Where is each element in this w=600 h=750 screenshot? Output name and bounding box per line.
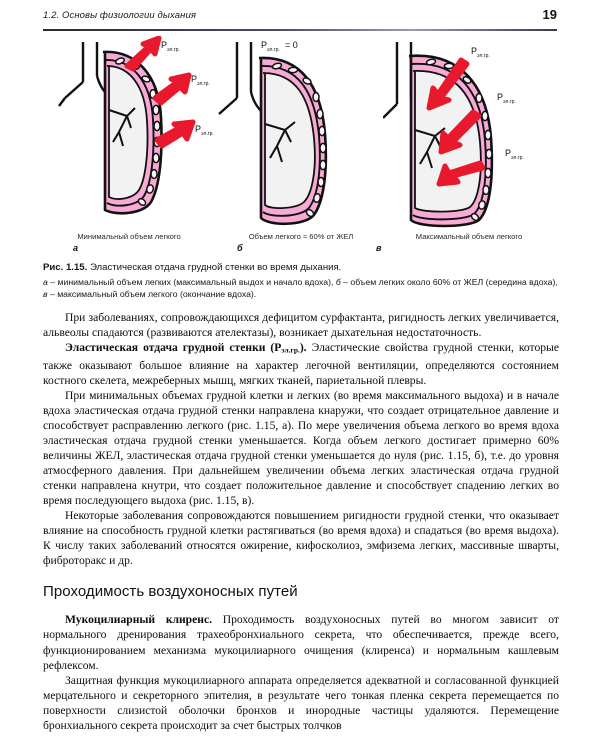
- body-text: При заболеваниях, сопровождающихся дефиц…: [43, 310, 559, 733]
- paragraph-2-text: Эластические свойства грудной стенки, ко…: [43, 341, 559, 387]
- term-elastic-recoil-tail: ).: [299, 341, 307, 355]
- svg-text:= 0: = 0: [285, 40, 298, 50]
- page-number: 19: [542, 7, 557, 22]
- svg-text:эл.гр.: эл.гр.: [197, 81, 210, 87]
- legend-marker-c: в: [43, 289, 48, 300]
- lung-diagram-60-percent-volume: P эл.гр. = 0: [218, 40, 328, 226]
- svg-text:P: P: [261, 40, 267, 50]
- lung-interior: [106, 65, 149, 200]
- paragraph-5-text: Проходимость воздухоносных путей во мног…: [43, 613, 559, 672]
- legend-text-b: – объем легких около 60% от ЖЕЛ (середин…: [340, 277, 558, 287]
- paragraph-rigidity-diseases: Некоторые заболевания сопровождаются пов…: [43, 509, 559, 568]
- figure-1-15: P эл.гр. P эл.гр. P эл.гр. Минимальный о…: [43, 36, 557, 241]
- svg-text:P: P: [191, 74, 197, 84]
- figure-panel-b-caption: Объем легкого ≈ 60% от ЖЕЛ: [248, 232, 354, 241]
- paragraph-protective-function: Защитная функция мукоцилиарного аппарата…: [43, 673, 559, 732]
- figure-panel-a-caption: Минимальный объем легкого: [77, 232, 181, 241]
- figure-panel-c: P эл.гр. P эл.гр. P эл.гр. Максимальный …: [383, 36, 555, 241]
- legend-marker-b: б: [335, 277, 341, 287]
- legend-text-c: – максимальный объем легкого (окончание …: [47, 289, 257, 300]
- term-elastic-recoil-lead: Эластическая отдача грудной стенки (P: [65, 341, 282, 355]
- figure-panel-a: P эл.гр. P эл.гр. P эл.гр. Минимальный о…: [43, 36, 215, 241]
- running-head: 1.2. Основы физиологии дыхания 19: [43, 7, 557, 34]
- term-elastic-recoil-subscript: эл.гр.: [281, 345, 300, 355]
- svg-text:эл.гр.: эл.гр.: [167, 47, 180, 53]
- section-heading-airway-patency: Проходимость воздухоносных путей: [43, 583, 298, 601]
- svg-text:эл.гр.: эл.гр.: [267, 47, 280, 53]
- panel-letter-c: в: [376, 243, 382, 253]
- paragraph-minimal-volumes: При минимальных объемах грудной клетки и…: [43, 388, 559, 508]
- rib-markers: [425, 58, 493, 222]
- figure-caption-main: Рис. 1.15. Эластическая отдача грудной с…: [43, 261, 559, 275]
- svg-text:P: P: [195, 124, 201, 134]
- legend-marker-a: а: [43, 277, 48, 287]
- rib-markers: [271, 62, 327, 218]
- svg-text:эл.гр.: эл.гр.: [201, 131, 214, 137]
- figure-panel-b: P эл.гр. = 0 Объем легкого ≈ 60% от ЖЕЛ: [215, 36, 387, 241]
- term-elastic-recoil: Эластическая отдача грудной стенки (Pэл.…: [65, 341, 307, 355]
- svg-text:P: P: [505, 148, 511, 158]
- lung-interior: [262, 72, 316, 209]
- svg-text:эл.гр.: эл.гр.: [511, 155, 524, 161]
- section-spacer-top: [43, 568, 559, 582]
- header-divider: [43, 29, 557, 31]
- elastic-recoil-arrows-inward: [426, 57, 486, 187]
- svg-text:P: P: [161, 40, 167, 50]
- section-spacer-bottom: [43, 601, 559, 612]
- lung-diagram-minimal-volume: P эл.гр. P эл.гр. P эл.гр.: [58, 36, 214, 215]
- term-mucociliary-clearance: Мукоцилиарный клиренс.: [65, 613, 213, 627]
- figure-panel-c-caption: Максимальный объем легкого: [415, 232, 523, 241]
- panel-letter-b: б: [237, 243, 243, 253]
- lung-diagram-maximal-volume: P эл.гр. P эл.гр. P эл.гр.: [383, 42, 524, 228]
- paragraph-mucociliary-clearance: Мукоцилиарный клиренс. Проходимость возд…: [43, 612, 559, 672]
- running-head-title: 1.2. Основы физиологии дыхания: [43, 10, 197, 21]
- panel-letter-a: а: [73, 243, 79, 253]
- figure-panel-letters: а б в: [43, 243, 557, 257]
- figure-caption-title: Эластическая отдача грудной стенки во вр…: [89, 262, 342, 273]
- svg-text:эл.гр.: эл.гр.: [503, 99, 516, 105]
- pressure-label-group: P эл.гр. P эл.гр. P эл.гр.: [161, 40, 214, 137]
- svg-text:P: P: [497, 92, 503, 102]
- svg-text:эл.гр.: эл.гр.: [477, 53, 490, 59]
- paragraph-chest-wall-elastic-recoil: Эластическая отдача грудной стенки (Pэл.…: [43, 340, 559, 388]
- pressure-label-zero: P эл.гр. = 0: [261, 40, 298, 53]
- elastic-recoil-arrows-outward: [124, 36, 196, 149]
- svg-text:P: P: [471, 46, 477, 56]
- paragraph-surfactant-deficiency: При заболеваниях, сопровождающихся дефиц…: [43, 311, 559, 340]
- legend-text-a: – минимальный объем легких (максимальный…: [47, 277, 336, 287]
- figure-caption: Рис. 1.15. Эластическая отдача грудной с…: [43, 261, 559, 301]
- figure-caption-legend: а – минимальный объем легких (максимальн…: [43, 276, 559, 301]
- figure-caption-number: Рис. 1.15.: [43, 262, 88, 273]
- pressure-label-group: P эл.гр. P эл.гр. P эл.гр.: [471, 46, 524, 161]
